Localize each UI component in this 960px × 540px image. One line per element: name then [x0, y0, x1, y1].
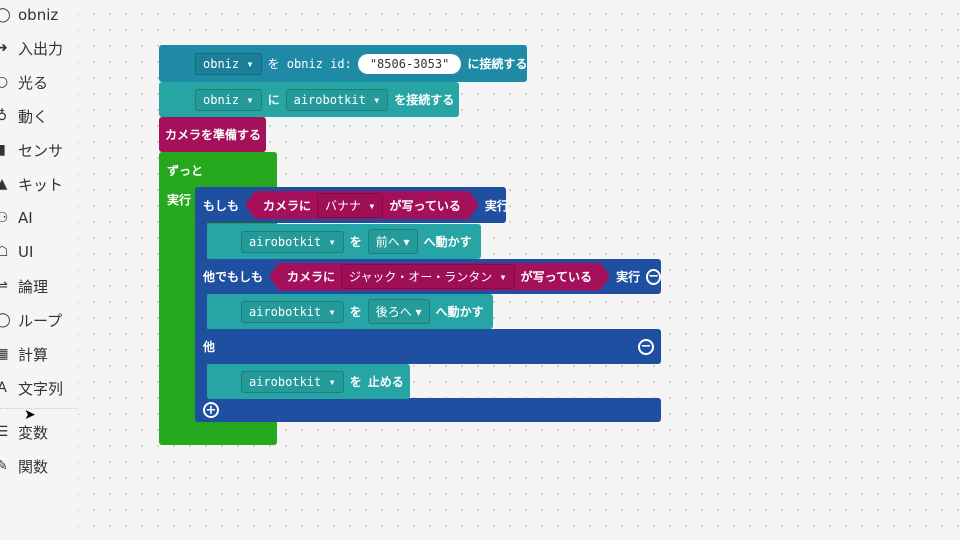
direction-dropdown[interactable]: 後ろへ ▾ [367, 299, 430, 324]
obniz-id-input[interactable]: "8506-3053" [357, 53, 462, 74]
category-ai[interactable]: ⚇AI [0, 206, 33, 230]
plus-icon[interactable]: + [203, 402, 219, 418]
category-motor[interactable]: ♁動く [0, 104, 48, 128]
minus-icon[interactable]: − [646, 268, 661, 285]
logic-icon: ⇌ [0, 278, 8, 294]
math-icon: ▦ [0, 346, 9, 362]
object-dropdown[interactable]: バナナ ▾ [317, 193, 383, 218]
function-icon: ✎ [0, 458, 8, 474]
kit-dropdown[interactable]: airobotkit ▾ [241, 230, 344, 253]
ui-icon: ☖ [0, 244, 9, 260]
obniz-variable-dropdown[interactable]: obniz ▾ [195, 88, 262, 111]
kit-dropdown[interactable]: airobotkit ▾ [241, 300, 344, 323]
sensor-icon: ▮ [0, 142, 6, 158]
ai-icon: ⚇ [0, 210, 9, 226]
connect-kit-block[interactable]: obniz ▾ に airobotkit ▾ を接続する [159, 82, 459, 117]
if-block[interactable]: もしも カメラに バナナ ▾ が写っている 実行 [195, 187, 509, 223]
kit-icon: ▲ [0, 176, 8, 192]
circle-icon: ◯ [0, 7, 11, 23]
direction-dropdown[interactable]: 前へ ▾ [367, 229, 418, 254]
minus-icon[interactable]: − [638, 338, 654, 355]
stop-block[interactable]: airobotkit ▾ を 止める [207, 364, 410, 399]
text-icon: A [0, 380, 7, 396]
category-sensor[interactable]: ▮センサ [0, 138, 63, 162]
category-sidebar: ◯obniz ➜入出力 ○光る ♁動く ▮センサ ▲キット ⚇AI ☖UI ⇌論… [0, 0, 78, 540]
camera-detect-condition[interactable]: カメラに ジャック・オー・ランタン ▾ が写っている [269, 263, 610, 291]
category-light[interactable]: ○光る [0, 70, 48, 94]
obniz-variable-dropdown[interactable]: obniz ▾ [195, 52, 262, 75]
io-icon: ➜ [0, 40, 8, 56]
category-kit[interactable]: ▲キット [0, 172, 63, 196]
if-block-footer: + [195, 398, 661, 422]
connect-obniz-block[interactable]: obniz ▾ を obniz id: "8506-3053" に接続する [159, 45, 527, 82]
kit-dropdown[interactable]: airobotkit ▾ [285, 88, 389, 111]
move-forward-block[interactable]: airobotkit ▾ を 前へ ▾ へ動かす [207, 224, 481, 259]
light-icon: ○ [0, 74, 9, 90]
category-obniz[interactable]: ◯obniz [0, 3, 58, 27]
category-ui[interactable]: ☖UI [0, 240, 33, 264]
category-logic[interactable]: ⇌論理 [0, 274, 48, 298]
mouse-cursor-icon: ➤ [24, 407, 36, 423]
object-dropdown[interactable]: ジャック・オー・ランタン ▾ [341, 264, 515, 289]
category-variable[interactable]: ☰変数 [0, 420, 48, 444]
else-row[interactable]: 他 − [195, 329, 661, 364]
category-io[interactable]: ➜入出力 [0, 36, 63, 60]
variable-icon: ☰ [0, 424, 9, 440]
camera-setup-block[interactable]: カメラを準備する [159, 117, 266, 152]
camera-detect-condition[interactable]: カメラに バナナ ▾ が写っている [245, 191, 479, 219]
kit-dropdown[interactable]: airobotkit ▾ [241, 370, 344, 393]
category-loop[interactable]: ◯ループ [0, 308, 62, 332]
loop-icon: ◯ [0, 312, 11, 328]
category-math[interactable]: ▦計算 [0, 342, 48, 366]
if-block-arm [195, 222, 207, 402]
category-divider [0, 408, 78, 409]
else-if-row[interactable]: 他でもしも カメラに ジャック・オー・ランタン ▾ が写っている 実行 − [195, 259, 661, 294]
move-backward-block[interactable]: airobotkit ▾ を 後ろへ ▾ へ動かす [207, 294, 493, 329]
category-function[interactable]: ✎関数 [0, 454, 48, 478]
motor-icon: ♁ [0, 108, 8, 124]
